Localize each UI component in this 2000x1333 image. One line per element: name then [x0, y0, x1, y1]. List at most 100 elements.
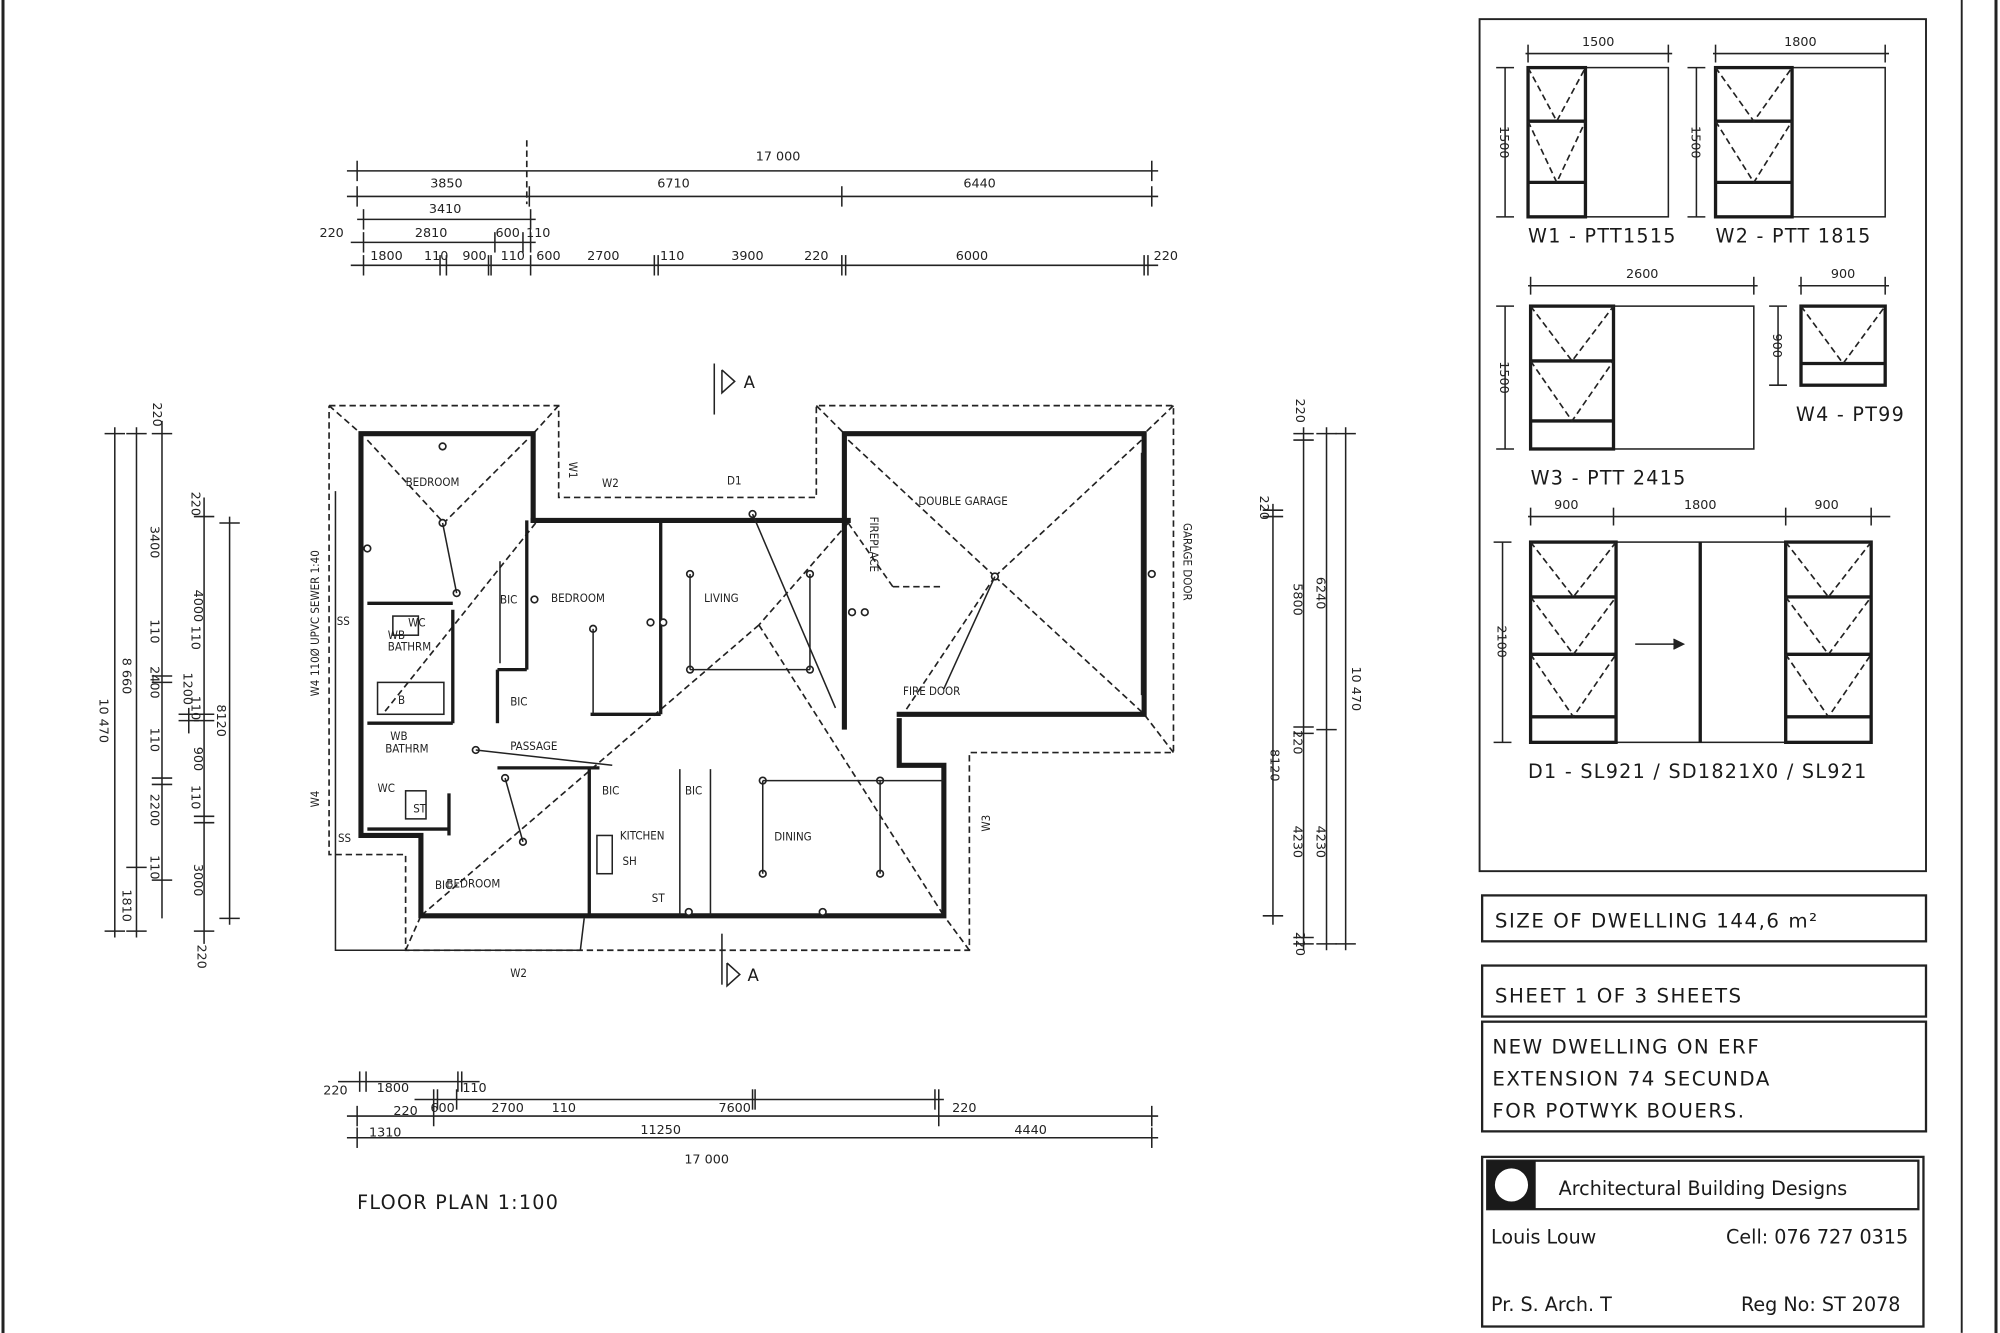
dimension-label: 110 [424, 249, 448, 264]
dimension-label: 6240 [1312, 577, 1327, 609]
dimension-label: 8120 [213, 704, 228, 736]
dimension-label: 110 [552, 1101, 576, 1116]
fixture-label: SH [622, 854, 636, 868]
dimension-label: 2400 [147, 666, 162, 698]
dimension-label: 2200 [147, 794, 162, 826]
light-point-icon [684, 907, 693, 917]
dimension-label: 17 000 [684, 1152, 729, 1167]
dimension-label: 220 [393, 1104, 417, 1119]
stack-note: SS [338, 831, 351, 845]
dimension-label: 1800 [370, 249, 402, 264]
window-type-label: W2 - PTT 1815 [1716, 224, 1872, 247]
dimension-label: 10 470 [1348, 666, 1363, 711]
room-label: FIRE DOOR [903, 684, 960, 698]
window-width-label: 2600 [1626, 267, 1658, 282]
stack-note: SS [337, 614, 350, 628]
room-label: GARAGE DOOR [1181, 523, 1195, 601]
room-label: FIREPLACE [867, 517, 881, 572]
light-points [363, 442, 1156, 917]
window-elevation: 1800 1500 W2 - PTT 1815 [1687, 35, 1890, 247]
dimension-label: 6000 [956, 249, 988, 264]
floor-plan-title: FLOOR PLAN 1:100 [357, 1191, 559, 1214]
dimension-label: 3850 [430, 176, 462, 191]
fixture-label: B [398, 693, 405, 707]
fixture-label: ST [413, 801, 427, 815]
dwelling-size: SIZE OF DWELLING 144,6 m² [1495, 909, 1819, 932]
dimension-label: 600 [495, 226, 519, 241]
reg-number: Reg No: ST 2078 [1741, 1293, 1901, 1316]
light-point-icon [847, 608, 857, 617]
window-type-label: W3 - PTT 2415 [1531, 467, 1687, 490]
window-width-label: 900 [1831, 267, 1855, 282]
dimension-label: 220 [149, 402, 164, 426]
room-label: BATHRM [385, 742, 428, 756]
room-label: BEDROOM [446, 877, 500, 891]
window-tag: D1 [727, 474, 742, 488]
window-tag: W4 [308, 791, 322, 808]
dimension-label: 600 [430, 1101, 454, 1116]
room-label: PASSAGE [510, 739, 557, 753]
fixture-label: ST [652, 891, 666, 905]
fixture-label: BIC [602, 784, 619, 798]
fixture-label: BIC [510, 694, 527, 708]
dimension-label: 8120 [1266, 749, 1281, 781]
sewer-line [334, 491, 585, 952]
dimension-label: 1800 [377, 1081, 409, 1096]
window-width-label: 1500 [1582, 35, 1614, 50]
dimension-label: 6440 [963, 176, 995, 191]
light-point-icon [518, 837, 528, 846]
dimension-label: 2810 [415, 226, 447, 241]
door-height-label: 2100 [1493, 625, 1508, 657]
dimension-label: 600 [536, 249, 560, 264]
dimension-label: 110 [187, 696, 202, 720]
light-point-icon [363, 544, 372, 553]
fixture-label: BIC [500, 592, 517, 606]
dimension-label: 3410 [429, 202, 461, 217]
dimension-label: 2700 [587, 249, 619, 264]
dimension-label: 220 [1292, 932, 1307, 956]
section-marker-top [713, 363, 736, 415]
door-width-label: 1800 [1684, 498, 1716, 513]
fixture-label: WC [378, 781, 395, 795]
light-point-icon [990, 572, 1000, 581]
window-height-label: 1500 [1687, 126, 1702, 158]
dimension-label: 900 [462, 249, 486, 264]
dimension-label: 220 [804, 249, 828, 264]
dimension-label: 4230 [1312, 826, 1327, 858]
window-tag: W3 [979, 815, 993, 832]
project-line: FOR POTWYK BOUERS. [1492, 1099, 1745, 1122]
room-label: DINING [774, 830, 811, 844]
dimension-label: 220 [952, 1101, 976, 1116]
electrical-wiring [441, 513, 996, 874]
room-label: KITCHEN [620, 828, 665, 842]
designer-name: Louis Louw [1491, 1226, 1596, 1249]
sewer-note: 110Ø UPVC SEWER 1:40 [308, 550, 322, 676]
window-width-label: 1800 [1784, 35, 1816, 50]
dimension-label: 110 [147, 619, 162, 643]
dimension-label: 3900 [731, 249, 763, 264]
dimension-label: 110 [462, 1081, 486, 1096]
dimension-label: 110 [147, 855, 162, 879]
project-line: NEW DWELLING ON ERF [1492, 1036, 1760, 1059]
sheet-number: SHEET 1 OF 3 SHEETS [1495, 985, 1743, 1008]
dimension-label: 220 [323, 1083, 347, 1098]
window-type-label: W4 - PT99 [1796, 403, 1905, 426]
dimension-label: 10 470 [95, 698, 110, 743]
dimension-label: 7600 [718, 1101, 750, 1116]
dimension-label: 17 000 [756, 150, 801, 165]
window-tag: W2 [510, 966, 527, 980]
dimension-label: 110 [187, 626, 202, 650]
dimension-label: 110 [660, 249, 684, 264]
light-point-icon [1147, 569, 1156, 579]
exterior-walls [358, 431, 1147, 919]
room-label: BEDROOM [551, 591, 605, 605]
dimension-label: 11250 [640, 1123, 681, 1138]
dimension-label: 110 [187, 785, 202, 809]
light-point-icon [748, 509, 757, 519]
fixture-label: WB [388, 628, 405, 642]
dimension-label: 220 [319, 226, 343, 241]
size-box [1480, 894, 1928, 943]
room-label: DOUBLE GARAGE [918, 494, 1007, 508]
